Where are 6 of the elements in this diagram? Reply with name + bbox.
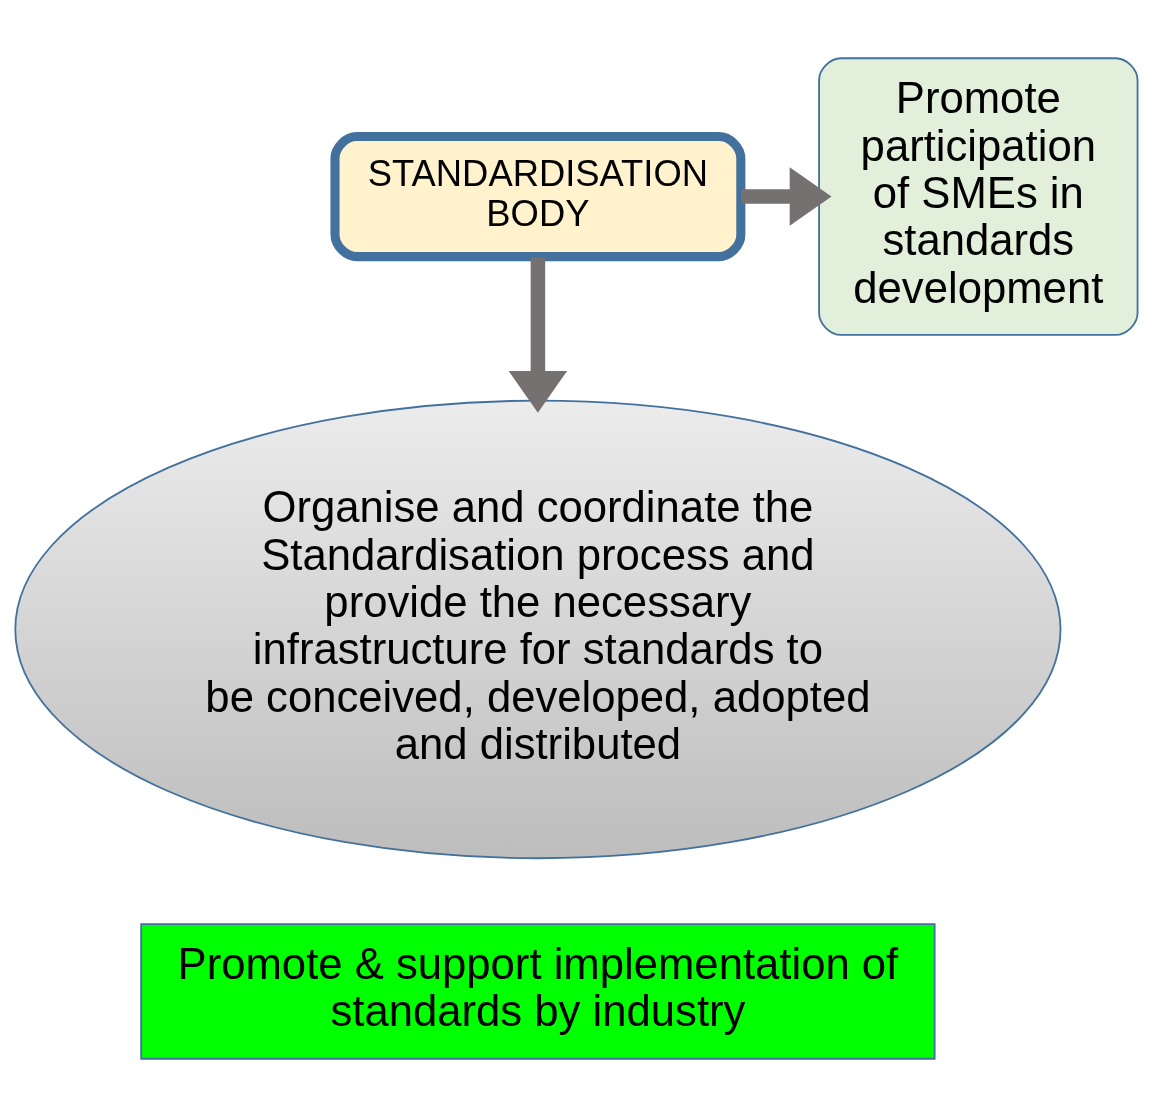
arrow: [740, 167, 832, 226]
node-ellipse: Organise and coordinate the Standardisation process and provide the necessary infrastructure for standards to be conceived, developed, adopted and distributed: [14, 399, 1062, 860]
node-box: STANDARDISATION BODY: [330, 132, 746, 262]
node-box: Promote & support implementation of standards by industry: [140, 923, 936, 1060]
arrow: [508, 257, 568, 413]
node-box: Promote participation of SMEs in standards development: [818, 57, 1139, 336]
